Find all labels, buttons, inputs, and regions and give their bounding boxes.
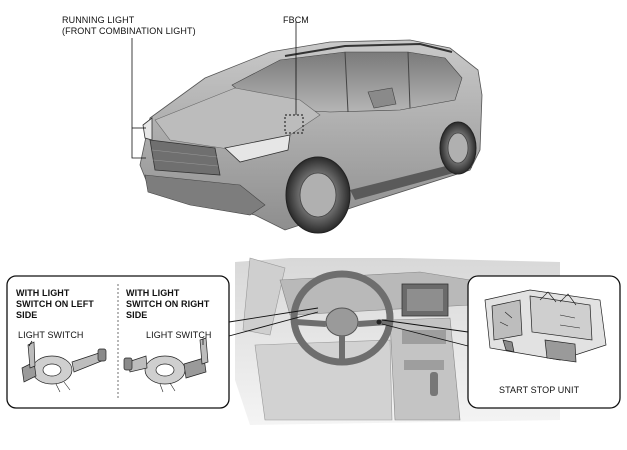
option-right-title-line1: WITH LIGHT <box>126 288 180 298</box>
option-left-switch-label: LIGHT SWITCH <box>18 330 84 340</box>
option-right-title: WITH LIGHT SWITCH ON RIGHT SIDE <box>126 288 210 321</box>
light-switch-right-side-drawing <box>123 337 209 393</box>
running-light-label: RUNNING LIGHT <box>62 15 135 25</box>
option-left-title-line2: SWITCH ON LEFT <box>16 299 94 309</box>
option-left-title-line3: SIDE <box>16 310 38 320</box>
running-light-callout: RUNNING LIGHT (FRONT COMBINATION LIGHT) <box>62 15 196 37</box>
option-left-title-line1: WITH LIGHT <box>16 288 70 298</box>
start-stop-unit-label: START STOP UNIT <box>499 385 580 395</box>
option-right-title-line3: SIDE <box>126 310 148 320</box>
running-light-sublabel: (FRONT COMBINATION LIGHT) <box>62 26 196 36</box>
car-body <box>139 39 483 234</box>
start-stop-unit-drawing <box>484 289 607 363</box>
option-left-title: WITH LIGHT SWITCH ON LEFT SIDE <box>16 288 94 321</box>
fbcm-label: FBCM <box>283 15 309 25</box>
leader-lines <box>131 22 297 159</box>
option-right-switch-label: LIGHT SWITCH <box>146 330 212 340</box>
fbcm-location-marker <box>284 114 304 134</box>
option-right-title-line2: SWITCH ON RIGHT <box>126 299 210 309</box>
panel-connector-lines <box>228 307 469 347</box>
light-switch-left-side-drawing <box>21 341 107 393</box>
